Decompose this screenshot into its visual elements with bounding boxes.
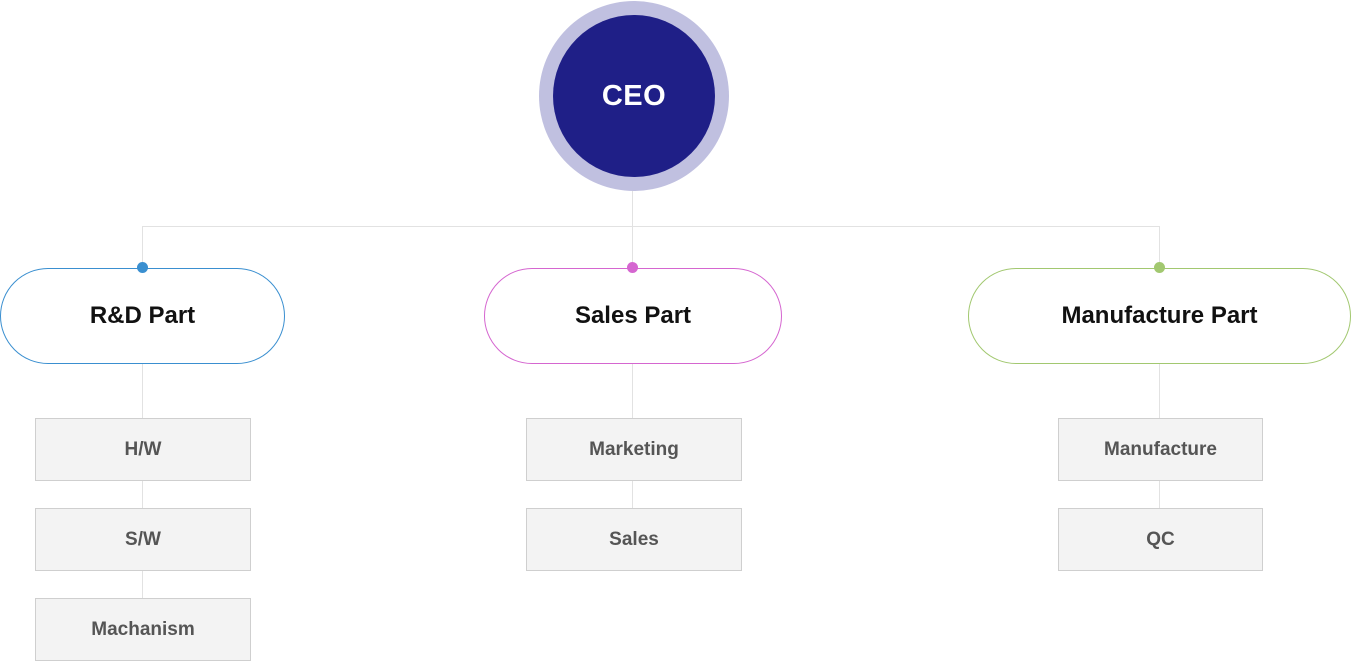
ceo-label: CEO — [601, 79, 667, 112]
unit-hw-label: H/W — [124, 438, 162, 460]
connector-manufacture-drop — [1159, 226, 1160, 268]
department-rd: R&D Part — [0, 268, 285, 364]
unit-mechanism: Machanism — [35, 598, 251, 661]
unit-hw: H/W — [35, 418, 251, 481]
department-sales-label: Sales Part — [574, 302, 692, 329]
connector-rd-units — [142, 364, 143, 598]
unit-sw-label: S/W — [125, 528, 161, 550]
department-sales-dot — [627, 262, 638, 273]
department-manufacture: Manufacture Part — [968, 268, 1351, 364]
unit-marketing-label: Marketing — [589, 438, 679, 460]
unit-marketing: Marketing — [526, 418, 742, 481]
department-sales: Sales Part — [484, 268, 782, 364]
department-manufacture-dot — [1154, 262, 1165, 273]
unit-sw: S/W — [35, 508, 251, 571]
connector-rd-drop — [142, 226, 143, 268]
connector-sales-drop — [632, 226, 633, 268]
connector-horizontal — [142, 226, 1160, 227]
unit-sales: Sales — [526, 508, 742, 571]
unit-sales-label: Sales — [609, 528, 659, 550]
department-rd-label: R&D Part — [89, 302, 196, 329]
department-manufacture-label: Manufacture Part — [1061, 302, 1258, 329]
connector-ceo-down — [632, 190, 633, 226]
unit-manufacture-label: Manufacture — [1104, 438, 1217, 460]
unit-mechanism-label: Machanism — [91, 618, 195, 640]
unit-manufacture: Manufacture — [1058, 418, 1263, 481]
unit-qc: QC — [1058, 508, 1263, 571]
department-rd-dot — [137, 262, 148, 273]
unit-qc-label: QC — [1146, 528, 1175, 550]
ceo-node: CEO — [553, 15, 715, 177]
